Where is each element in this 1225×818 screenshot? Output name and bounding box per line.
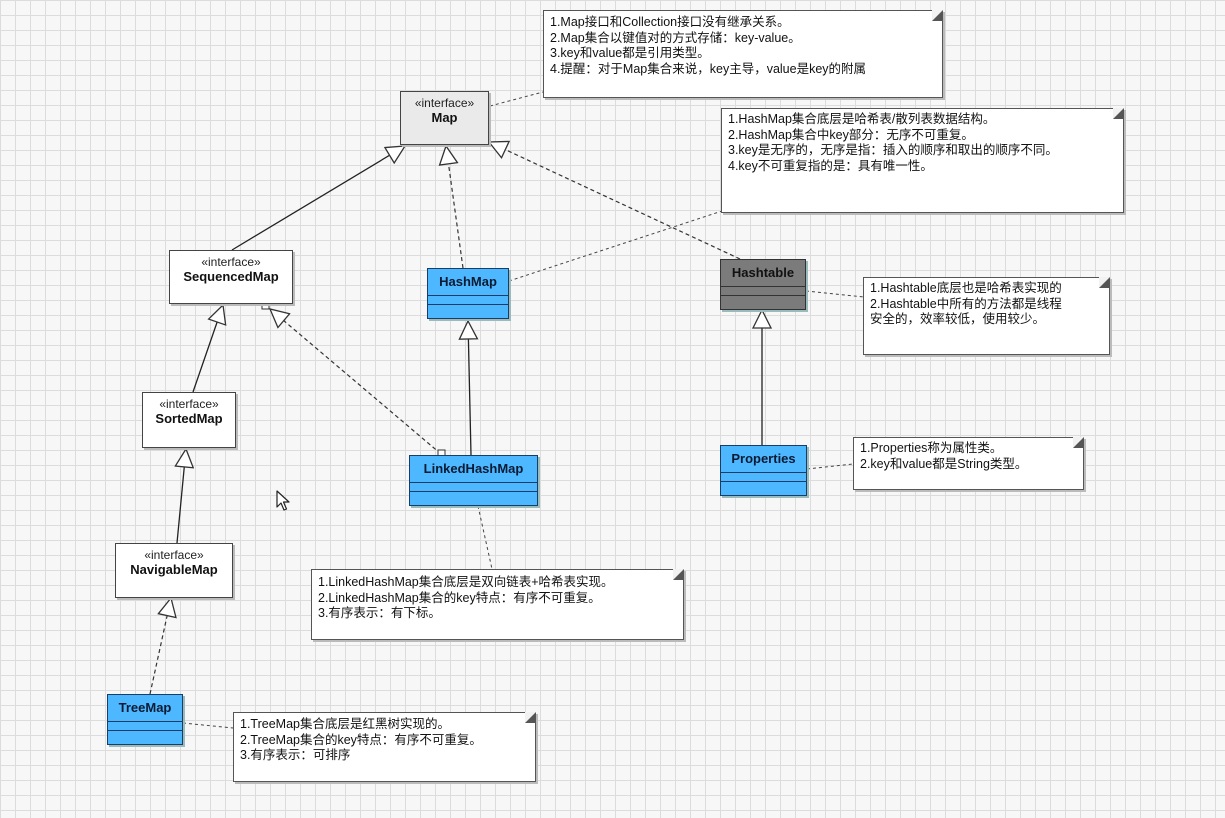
class-name: Properties [731,451,796,466]
class-properties[interactable]: Properties [720,445,807,496]
class-compartment [410,482,537,491]
class-hashtable[interactable]: Hashtable [720,259,806,310]
interface-name: SortedMap [155,411,223,426]
note-line: 安全的，效率较低，使用较少。 [870,312,1046,326]
class-compartment [721,481,806,490]
note-hashmap[interactable]: 1.HashMap集合底层是哈希表/散列表数据结构。 2.HashMap集合中k… [721,108,1124,213]
edge-linkedhashmap-sequencedmap [270,309,442,455]
interface-map[interactable]: «interface» Map [400,91,489,145]
note-line: 1.Properties称为属性类。 [860,441,1003,455]
stereotype-label: «interface» [414,96,475,110]
note-line: 3.key和value都是引用类型。 [550,46,710,60]
class-compartment [721,472,806,481]
note-line: 3.有序表示：可排序 [240,748,351,762]
note-link-treemap [182,722,234,729]
note-properties[interactable]: 1.Properties称为属性类。 2.key和value都是String类型… [853,437,1084,490]
class-name: HashMap [439,274,497,289]
edge-sortedmap-sequencedmap [192,305,223,393]
note-line: 1.HashMap集合底层是哈希表/散列表数据结构。 [728,112,996,126]
note-line: 1.LinkedHashMap集合底层是双向链表+哈希表实现。 [318,575,614,589]
note-link-linkedhashmap [477,505,493,570]
edge-linkedhashmap-hashmap [468,321,471,456]
interface-sequencedmap[interactable]: «interface» SequencedMap [169,250,293,304]
class-name: Hashtable [731,265,795,280]
note-link-hashtable [805,290,865,298]
note-line: 1.TreeMap集合底层是红黑树实现的。 [240,717,450,731]
edge-treemap-navigablemap [149,598,171,695]
stereotype-label: «interface» [201,255,261,269]
note-line: 2.Hashtable中所有的方法都是线程 [870,296,1062,311]
note-line: 2.HashMap集合中key部分：无序不可重复。 [728,127,974,142]
class-compartment [428,295,508,304]
interface-name: Map [431,110,458,125]
note-map[interactable]: 1.Map接口和Collection接口没有继承关系。 2.Map集合以键值对的… [543,10,943,98]
class-linkedhashmap[interactable]: LinkedHashMap [409,455,538,506]
note-line: 3.key是无序的，无序是指：插入的顺序和取出的顺序不同。 [728,143,1058,157]
note-line: 2.TreeMap集合的key特点：有序不可重复。 [240,732,482,747]
class-treemap[interactable]: TreeMap [107,694,183,745]
class-compartment [721,286,805,295]
class-compartment [428,304,508,313]
note-line: 2.Map集合以键值对的方式存储：key-value。 [550,30,801,45]
note-link-map [489,91,544,107]
note-linkedhashmap[interactable]: 1.LinkedHashMap集合底层是双向链表+哈希表实现。 2.Linked… [311,569,684,640]
note-line: 3.有序表示：有下标。 [318,606,441,620]
edge-hashmap-map [446,146,464,269]
interface-sortedmap[interactable]: «interface» SortedMap [142,392,236,448]
note-line: 4.提醒：对于Map集合来说，key主导，value是key的附属 [550,61,867,76]
note-line: 1.Map接口和Collection接口没有继承关系。 [550,15,790,29]
stereotype-label: «interface» [144,548,204,562]
mouse-cursor-icon [276,490,290,511]
note-line: 1.Hashtable底层也是哈希表实现的 [870,281,1062,295]
class-hashmap[interactable]: HashMap [427,268,509,319]
class-compartment [108,721,182,730]
class-compartment [721,295,805,304]
class-name: LinkedHashMap [423,461,524,476]
note-line: 2.LinkedHashMap集合的key特点：有序不可重复。 [318,590,601,605]
interface-navigablemap[interactable]: «interface» NavigableMap [115,543,233,598]
note-link-properties [806,463,854,470]
class-compartment [108,730,182,739]
note-hashtable[interactable]: 1.Hashtable底层也是哈希表实现的 2.Hashtable中所有的方法都… [863,277,1110,355]
edge-navigablemap-sortedmap [177,449,186,544]
class-compartment [410,491,537,500]
interface-name: SequencedMap [183,269,279,284]
edge-hashtable-map [489,142,741,260]
note-line: 4.key不可重复指的是：具有唯一性。 [728,158,933,173]
note-line: 2.key和value都是String类型。 [860,456,1028,471]
note-treemap[interactable]: 1.TreeMap集合底层是红黑树实现的。 2.TreeMap集合的key特点：… [233,712,536,782]
interface-name: NavigableMap [130,562,218,577]
stereotype-label: «interface» [159,397,219,411]
edge-sequencedmap-map [231,146,405,251]
note-link-hashmap [508,210,723,282]
class-name: TreeMap [118,700,172,715]
